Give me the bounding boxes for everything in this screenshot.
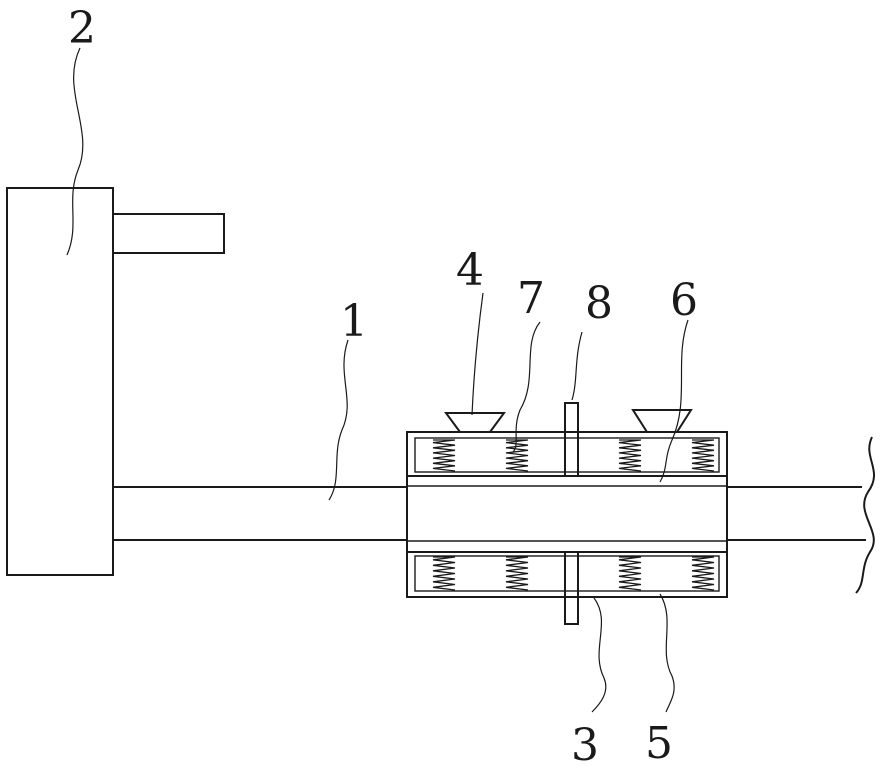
leader-lines — [67, 48, 688, 712]
spring-lower-4 — [692, 557, 714, 590]
springs — [433, 440, 714, 590]
mounting-block — [7, 188, 224, 575]
label-5: 5 — [645, 718, 673, 769]
part-labels: 2 1 4 7 8 6 3 5 — [68, 3, 698, 769]
label-7: 7 — [517, 273, 545, 324]
label-4: 4 — [456, 245, 484, 296]
housing — [407, 432, 727, 597]
label-3: 3 — [571, 720, 599, 769]
funnels — [446, 410, 691, 432]
label-2: 2 — [68, 3, 96, 54]
label-8: 8 — [585, 278, 613, 329]
shaft — [113, 437, 874, 593]
spring-lower-1 — [433, 557, 455, 590]
spring-upper-3 — [619, 440, 641, 471]
sleeve — [407, 476, 727, 552]
spring-lower-2 — [506, 557, 528, 590]
label-1: 1 — [340, 296, 368, 347]
spring-upper-1 — [433, 440, 455, 471]
spring-upper-4 — [692, 440, 714, 471]
label-6: 6 — [670, 275, 698, 326]
spring-upper-2 — [506, 440, 528, 471]
spring-lower-3 — [619, 557, 641, 590]
